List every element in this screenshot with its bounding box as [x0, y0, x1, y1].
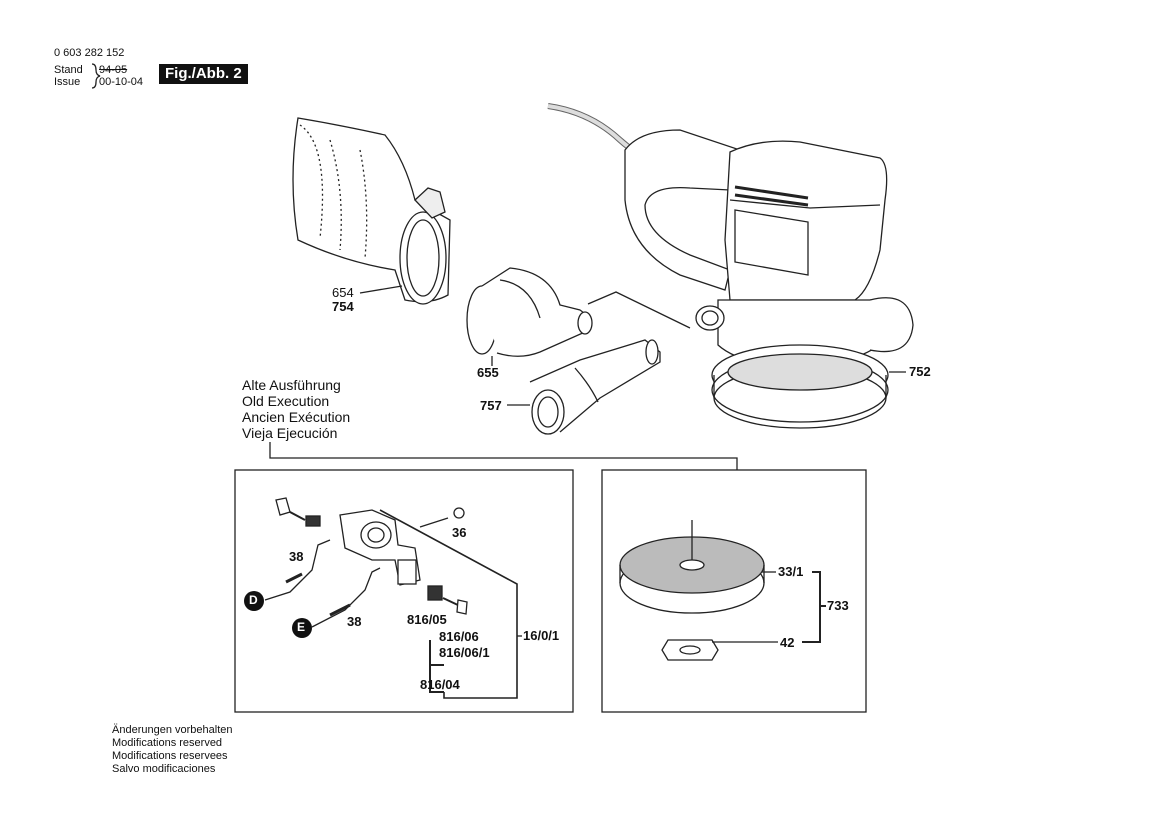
execution-bracket [269, 442, 738, 470]
switch-assembly [339, 509, 421, 586]
label-38-lower: 38 [347, 614, 362, 629]
sander-body [547, 103, 914, 429]
label-38-upper: 38 [289, 549, 304, 564]
marker-d-circle [244, 591, 264, 611]
stand-label: Stand [54, 64, 83, 76]
part-number: 0 603 282 152 [54, 47, 125, 59]
issue-label: Issue [54, 76, 81, 88]
label-816-05: 816/05 [407, 612, 447, 627]
label-757: 757 [480, 398, 502, 413]
label-733: 733 [827, 598, 849, 613]
label-33-1: 33/1 [778, 564, 804, 579]
label-36: 36 [452, 525, 467, 540]
label-816-06: 816/06 [439, 629, 479, 644]
marker-e-circle [292, 618, 312, 638]
label-754: 754 [332, 299, 354, 314]
label-42: 42 [780, 635, 795, 650]
retaining-ring-36 [453, 507, 465, 519]
sanding-pad-33-1 [619, 520, 765, 614]
leader-654 [359, 285, 403, 294]
stand-value: 94-05 [99, 64, 128, 76]
leader-36 [419, 517, 449, 528]
adapter-655 [466, 267, 593, 357]
cable-38-lower [311, 567, 381, 628]
label-752: 752 [909, 364, 931, 379]
label-816-06-1: 816/06/1 [439, 645, 490, 660]
execution-note-es: Vieja Ejecución [242, 425, 338, 441]
footer-note-es: Salvo modificaciones [112, 763, 216, 775]
header-brace [91, 63, 101, 89]
cable-38-upper [264, 539, 331, 601]
marker-d: D [249, 593, 258, 607]
assembly-line-757 [587, 291, 691, 329]
footer-note-de: Änderungen vorbehalten [112, 724, 233, 736]
carbon-brush-upper [275, 497, 321, 527]
right-panel [601, 469, 867, 713]
execution-note-en: Old Execution [242, 393, 330, 409]
bracket-816 [429, 640, 444, 693]
bracket-16-0-1 [379, 509, 518, 699]
label-654: 654 [332, 285, 354, 300]
label-655: 655 [477, 365, 499, 380]
issue-value: 00-10-04 [99, 76, 144, 88]
carbon-brush-lower [427, 585, 468, 615]
dust-bag [292, 117, 451, 305]
execution-note-fr: Ancien Exécution [242, 409, 351, 425]
execution-note-de: Alte Ausführung [242, 377, 341, 393]
label-816-04: 816/04 [420, 677, 460, 692]
footer-note-fr: Modifications reservees [112, 750, 228, 762]
left-panel [234, 469, 574, 713]
label-16-0-1: 16/0/1 [523, 628, 560, 643]
marker-e: E [297, 620, 306, 634]
footer-note-en: Modifications reserved [112, 737, 223, 749]
hose-connector-757 [529, 339, 661, 435]
figure-badge: Fig./Abb. 2 [159, 64, 248, 84]
bracket-733 [802, 571, 826, 643]
washer-42 [661, 639, 719, 661]
